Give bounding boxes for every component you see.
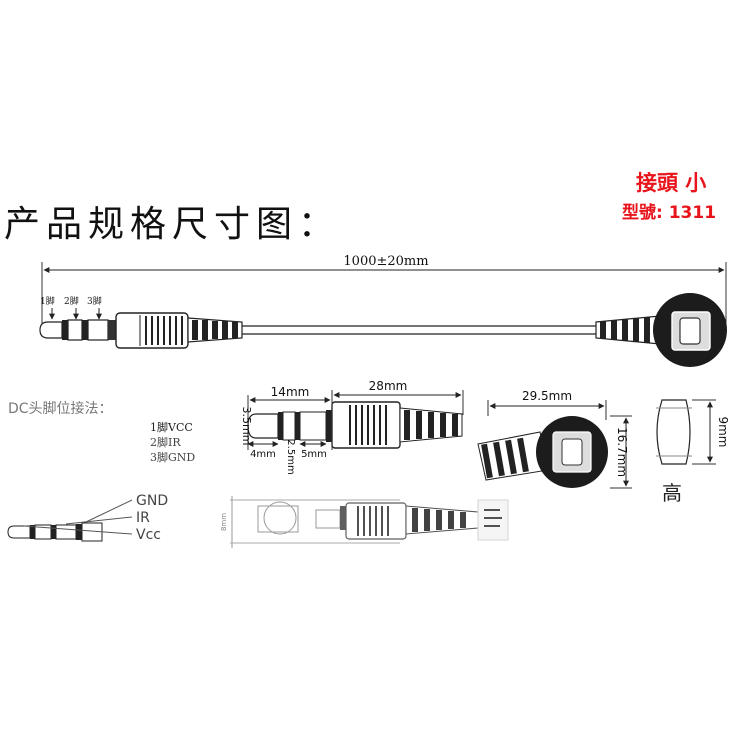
badge-model-number: 型號: 1311 <box>622 202 716 223</box>
dim-5: 5mm <box>301 449 327 460</box>
label-vcc: Vcc <box>136 527 161 543</box>
wiring-plug-drawing <box>7 522 103 542</box>
dim-top-8: 8mm <box>220 513 228 531</box>
wiring-heading: DC头脚位接法： <box>8 400 113 417</box>
page-title: 产品规格尺寸图： <box>4 204 340 245</box>
rx-width: 29.5mm <box>522 389 572 403</box>
wiring-pin-gnd: 3脚GND <box>150 450 195 464</box>
gnd-leader <box>85 499 133 523</box>
wiring-pin-vcc: 1脚VCC <box>150 420 193 434</box>
label-gnd: GND <box>136 493 168 509</box>
pin3-label: 3脚 <box>87 296 102 307</box>
plug-dimension-drawing <box>247 401 463 449</box>
ir-leader <box>65 516 133 525</box>
dim-4: 4mm <box>250 449 276 460</box>
length-label: 1000±20mm <box>343 254 428 269</box>
badge-connector-size: 接頭 小 <box>636 171 706 195</box>
cable-full-view <box>39 293 727 367</box>
wiring-pin-ir: 2脚IR <box>150 435 181 449</box>
vcc-leader <box>23 525 133 535</box>
rx-thickness: 9mm <box>716 416 730 447</box>
receiver-front-view <box>477 416 608 488</box>
dim-35: 3.5mm <box>240 407 253 446</box>
label-ir: IR <box>136 510 150 526</box>
rx-height: 16.7mm <box>615 427 629 477</box>
dim-28: 28mm <box>369 379 408 393</box>
plug-top-view <box>230 496 509 548</box>
pin1-label: 1脚 <box>40 296 55 307</box>
dim-14: 14mm <box>271 385 310 399</box>
pin2-label: 2脚 <box>64 296 79 307</box>
rx-side-caption: 高 <box>662 481 682 505</box>
receiver-side-view <box>656 399 692 465</box>
dim-25: 2.5mm <box>285 439 296 474</box>
